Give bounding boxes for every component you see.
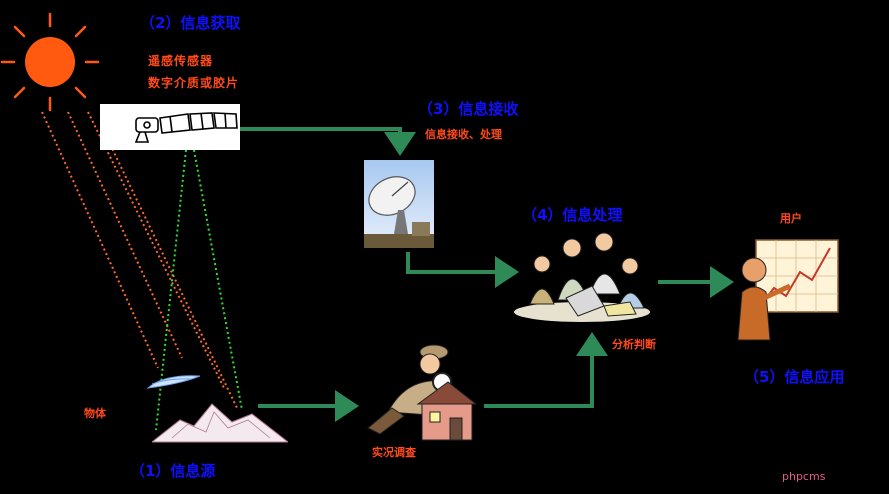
- step3-title: （3）信息接收: [418, 100, 519, 118]
- surveyor-house-icon: [367, 344, 478, 441]
- satellite-icon: [134, 112, 238, 143]
- user-label: 用户: [780, 212, 802, 225]
- satellite-dish-icon: [364, 160, 434, 248]
- step3-sub-label: 信息接收、处理: [425, 128, 502, 141]
- step4-title: （4）信息处理: [522, 206, 623, 224]
- cloud-icon: [146, 375, 201, 389]
- step2-title: （2）信息获取: [140, 14, 241, 32]
- mountain-icon: [150, 403, 290, 443]
- step2-sensor-label: 遥感传感器: [148, 54, 214, 68]
- sun-rays: [41, 111, 239, 411]
- presenter-chart-icon: [737, 239, 839, 341]
- survey-label: 实况调查: [372, 446, 416, 459]
- step5-title: （5）信息应用: [744, 368, 845, 386]
- mountain-picture: [150, 398, 290, 444]
- sun-icon: [0, 12, 100, 112]
- satellite-dish-picture: [364, 160, 434, 248]
- analysts-team-icon: [514, 232, 650, 322]
- sensor-beam: [155, 149, 243, 431]
- flow-arrows: [240, 127, 734, 422]
- satellite-panel: [100, 104, 240, 150]
- step1-title: （1）信息源: [130, 462, 216, 480]
- step4-sub-label: 分析判断: [612, 338, 656, 351]
- analysts-team-picture: [512, 228, 658, 324]
- step2-media-label: 数字介质或胶片: [148, 76, 240, 90]
- cloud-picture: [146, 370, 202, 392]
- surveyor-picture: [358, 342, 482, 442]
- watermark-text: phpcms: [782, 470, 826, 483]
- object-label: 物体: [84, 407, 106, 420]
- user-presenter-picture: [730, 236, 842, 344]
